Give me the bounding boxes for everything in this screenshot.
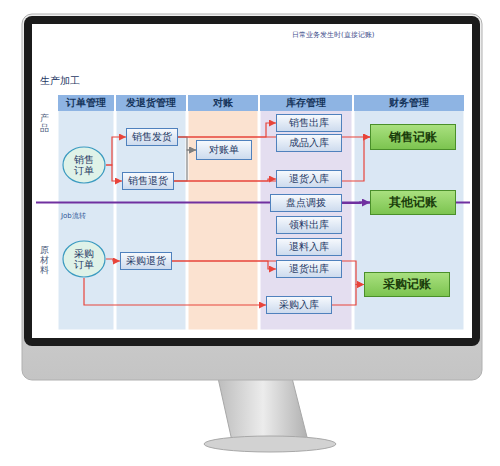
flow-arrow	[172, 261, 276, 269]
node-text: 成品入库	[289, 136, 329, 150]
process-box: 退料入库	[276, 238, 342, 256]
monitor-glass	[24, 16, 480, 346]
node-text: 销售退货	[128, 174, 168, 188]
flow-arrow	[174, 150, 196, 181]
process-box: 成品入库	[276, 134, 342, 152]
lane-header: 发退货管理	[116, 95, 186, 111]
process-box: 采购入库	[266, 296, 332, 314]
lane-header: 对账	[188, 95, 258, 111]
process-box: 对账单	[196, 140, 252, 160]
node-text: 采购退货	[126, 254, 166, 268]
lane-ground	[188, 95, 258, 330]
flow-arrow	[178, 123, 276, 137]
note-label: 日常业务发生时(直接记账)	[292, 30, 374, 40]
node-text: 采购记账	[383, 276, 431, 293]
swimlane: 对账单对账	[188, 95, 258, 330]
swimlane: 销售出库成品入库退货入库盘点调拨领料出库退料入库退货出库采购入库 库存管理	[260, 95, 352, 330]
side-label: 产品	[40, 114, 49, 134]
node-text: 销售记账	[389, 129, 437, 146]
node-text: 销售发货	[132, 130, 172, 144]
monitor-stand	[218, 378, 308, 441]
order-ellipse: 采购订单	[62, 240, 106, 278]
flow-arrow	[342, 202, 370, 205]
flow-arrow	[172, 261, 364, 285]
flow-arrow	[106, 165, 122, 181]
node-text: 盘点调拨	[286, 196, 326, 210]
process-box: 销售出库	[276, 114, 342, 132]
node-text: 对账单	[209, 143, 239, 157]
node-text: 采购入库	[279, 298, 319, 312]
process-box: 销售发货	[126, 128, 178, 146]
lane-ground	[354, 95, 464, 330]
lane-header: 库存管理	[260, 95, 352, 111]
lane-header: 订单管理	[58, 95, 114, 111]
lane-ground	[58, 95, 114, 330]
screen	[32, 24, 472, 338]
lane-grounds	[58, 95, 464, 330]
lane-ground	[116, 95, 186, 330]
node-text: 退料入库	[289, 240, 329, 254]
node-text: 采购订单	[74, 248, 95, 271]
lane-ground	[260, 95, 352, 330]
monitor-base	[204, 436, 336, 452]
order-ellipse: 销售订单	[62, 146, 106, 184]
process-box: 领料出库	[276, 216, 342, 234]
process-box: 盘点调拨	[270, 194, 342, 212]
ledger-box: 销售记账	[370, 124, 456, 150]
swimlane: 销售发货销售退货采购退货 发退货管理	[116, 95, 186, 330]
diagram-title: 生产加工	[40, 74, 80, 88]
flow-arrow	[106, 137, 126, 165]
process-box: 退货出库	[276, 260, 342, 278]
ledger-box: 其他记账	[370, 190, 456, 215]
monitor-body	[22, 14, 482, 380]
note-label: Job流转	[61, 211, 86, 221]
node-text: 领料出库	[289, 218, 329, 232]
node-text: 退货入库	[289, 172, 329, 186]
node-text: 销售出库	[289, 116, 329, 130]
side-label: 原材料	[40, 246, 49, 276]
flow-arrow	[178, 137, 196, 150]
process-box: 销售退货	[122, 172, 174, 190]
node-text: 退货出库	[289, 262, 329, 276]
node-text: 其他记账	[389, 194, 437, 211]
process-box: 退货入库	[276, 170, 342, 188]
process-box: 采购退货	[120, 252, 172, 270]
node-text: 销售订单	[74, 154, 95, 177]
swimlane: 销售记账其他记账采购记账 财务管理	[354, 95, 464, 330]
lane-header: 财务管理	[354, 95, 464, 111]
flow-arrow	[84, 278, 266, 305]
flow-arrow	[106, 259, 120, 261]
ledger-box: 采购记账	[364, 272, 450, 297]
flow-arrow	[332, 285, 364, 306]
